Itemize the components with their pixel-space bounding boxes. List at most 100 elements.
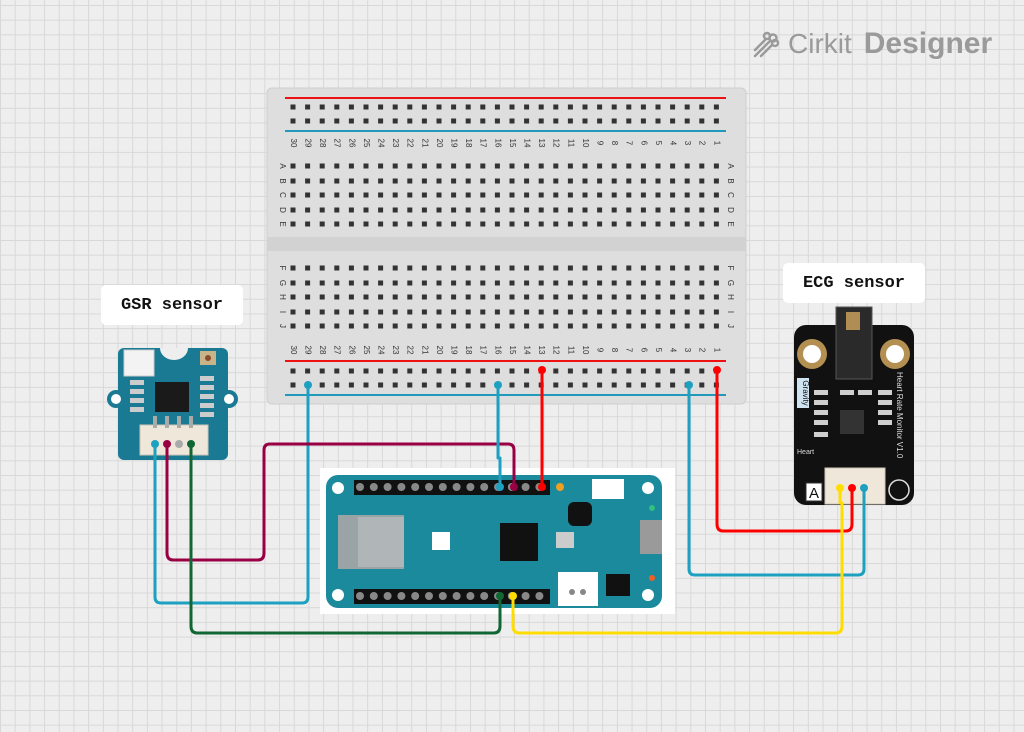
breadboard-hole[interactable]	[348, 192, 354, 198]
breadboard-hole[interactable]	[290, 207, 296, 213]
header-pin[interactable]	[383, 483, 392, 491]
breadboard-hole[interactable]	[670, 368, 676, 374]
breadboard-hole[interactable]	[305, 192, 311, 198]
breadboard-hole[interactable]	[305, 368, 311, 374]
breadboard-hole[interactable]	[407, 309, 413, 315]
breadboard-hole[interactable]	[509, 104, 515, 110]
breadboard-hole[interactable]	[392, 280, 398, 286]
breadboard-hole[interactable]	[480, 163, 486, 169]
breadboard-hole[interactable]	[611, 265, 617, 271]
breadboard-hole[interactable]	[334, 207, 340, 213]
breadboard-hole[interactable]	[655, 118, 661, 124]
breadboard-hole[interactable]	[509, 368, 515, 374]
breadboard-hole[interactable]	[553, 323, 559, 329]
breadboard-hole[interactable]	[670, 309, 676, 315]
wire-breadboard-gnd-to-arduino[interactable]	[496, 383, 502, 489]
breadboard-hole[interactable]	[611, 192, 617, 198]
breadboard-hole[interactable]	[684, 178, 690, 184]
breadboard-hole[interactable]	[640, 221, 646, 227]
breadboard-hole[interactable]	[305, 323, 311, 329]
breadboard-hole[interactable]	[655, 207, 661, 213]
breadboard-hole[interactable]	[640, 294, 646, 300]
breadboard-hole[interactable]	[524, 309, 530, 315]
breadboard-hole[interactable]	[567, 265, 573, 271]
breadboard-hole[interactable]	[465, 163, 471, 169]
breadboard-hole[interactable]	[626, 104, 632, 110]
breadboard-hole[interactable]	[436, 265, 442, 271]
breadboard-hole[interactable]	[538, 207, 544, 213]
breadboard-hole[interactable]	[553, 280, 559, 286]
breadboard-hole[interactable]	[436, 104, 442, 110]
breadboard-hole[interactable]	[480, 382, 486, 388]
breadboard-hole[interactable]	[480, 294, 486, 300]
breadboard-hole[interactable]	[436, 382, 442, 388]
breadboard-hole[interactable]	[319, 178, 325, 184]
breadboard-hole[interactable]	[378, 280, 384, 286]
breadboard-hole[interactable]	[407, 221, 413, 227]
breadboard-hole[interactable]	[421, 178, 427, 184]
breadboard-hole[interactable]	[699, 192, 705, 198]
breadboard-hole[interactable]	[436, 294, 442, 300]
header-pin[interactable]	[466, 592, 475, 600]
breadboard-hole[interactable]	[553, 163, 559, 169]
breadboard-hole[interactable]	[597, 178, 603, 184]
breadboard-hole[interactable]	[640, 178, 646, 184]
header-pin[interactable]	[356, 483, 364, 491]
breadboard-hole[interactable]	[567, 118, 573, 124]
breadboard-hole[interactable]	[494, 368, 500, 374]
breadboard-hole[interactable]	[524, 207, 530, 213]
breadboard-hole[interactable]	[436, 118, 442, 124]
breadboard-hole[interactable]	[582, 118, 588, 124]
breadboard-hole[interactable]	[407, 163, 413, 169]
breadboard-hole[interactable]	[640, 207, 646, 213]
breadboard-hole[interactable]	[334, 265, 340, 271]
breadboard-hole[interactable]	[319, 163, 325, 169]
breadboard-hole[interactable]	[626, 221, 632, 227]
header-pin[interactable]	[383, 592, 392, 600]
header-pin[interactable]	[452, 483, 461, 491]
breadboard-hole[interactable]	[597, 163, 603, 169]
breadboard-hole[interactable]	[363, 192, 369, 198]
breadboard-hole[interactable]	[465, 323, 471, 329]
breadboard-hole[interactable]	[348, 118, 354, 124]
breadboard-hole[interactable]	[290, 118, 296, 124]
breadboard-hole[interactable]	[640, 323, 646, 329]
breadboard-hole[interactable]	[334, 294, 340, 300]
breadboard-hole[interactable]	[626, 294, 632, 300]
breadboard-hole[interactable]	[421, 309, 427, 315]
header-pin[interactable]	[438, 483, 447, 491]
breadboard-hole[interactable]	[524, 192, 530, 198]
breadboard-hole[interactable]	[348, 323, 354, 329]
breadboard-hole[interactable]	[538, 309, 544, 315]
breadboard-hole[interactable]	[451, 309, 457, 315]
breadboard-hole[interactable]	[713, 163, 719, 169]
breadboard-hole[interactable]	[524, 382, 530, 388]
wire-gsr-gnd-to-breadboard[interactable]	[153, 383, 310, 605]
breadboard-hole[interactable]	[451, 265, 457, 271]
breadboard-hole[interactable]	[611, 294, 617, 300]
breadboard-hole[interactable]	[378, 163, 384, 169]
breadboard-hole[interactable]	[582, 163, 588, 169]
breadboard-hole[interactable]	[363, 368, 369, 374]
breadboard-hole[interactable]	[684, 207, 690, 213]
breadboard-hole[interactable]	[392, 192, 398, 198]
breadboard-hole[interactable]	[378, 118, 384, 124]
breadboard-hole[interactable]	[305, 207, 311, 213]
breadboard-hole[interactable]	[640, 118, 646, 124]
breadboard-hole[interactable]	[640, 280, 646, 286]
breadboard-hole[interactable]	[611, 368, 617, 374]
breadboard-hole[interactable]	[305, 280, 311, 286]
breadboard-hole[interactable]	[567, 323, 573, 329]
breadboard-hole[interactable]	[451, 382, 457, 388]
breadboard-hole[interactable]	[538, 104, 544, 110]
breadboard-hole[interactable]	[451, 207, 457, 213]
breadboard-hole[interactable]	[334, 104, 340, 110]
breadboard-hole[interactable]	[567, 163, 573, 169]
breadboard-hole[interactable]	[378, 382, 384, 388]
breadboard-hole[interactable]	[670, 163, 676, 169]
breadboard-hole[interactable]	[436, 368, 442, 374]
breadboard-hole[interactable]	[611, 221, 617, 227]
breadboard-hole[interactable]	[597, 323, 603, 329]
breadboard-hole[interactable]	[713, 207, 719, 213]
breadboard-hole[interactable]	[451, 118, 457, 124]
